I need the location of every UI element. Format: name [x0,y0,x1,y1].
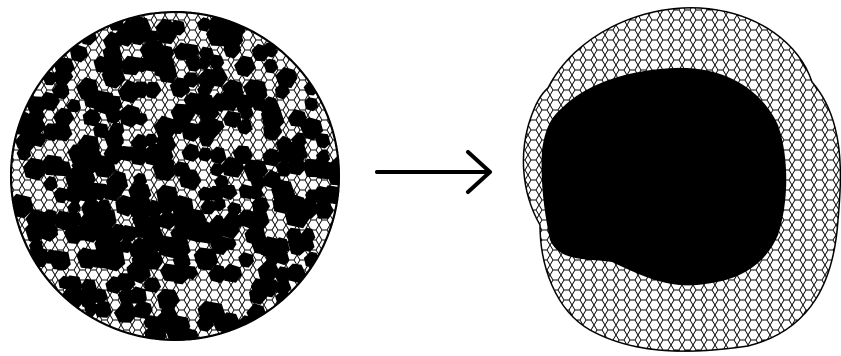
dark-cell-core [542,68,787,285]
transition-arrow [377,152,490,192]
final-sorted-cells [523,8,840,351]
initial-mixed-cells [9,12,347,347]
